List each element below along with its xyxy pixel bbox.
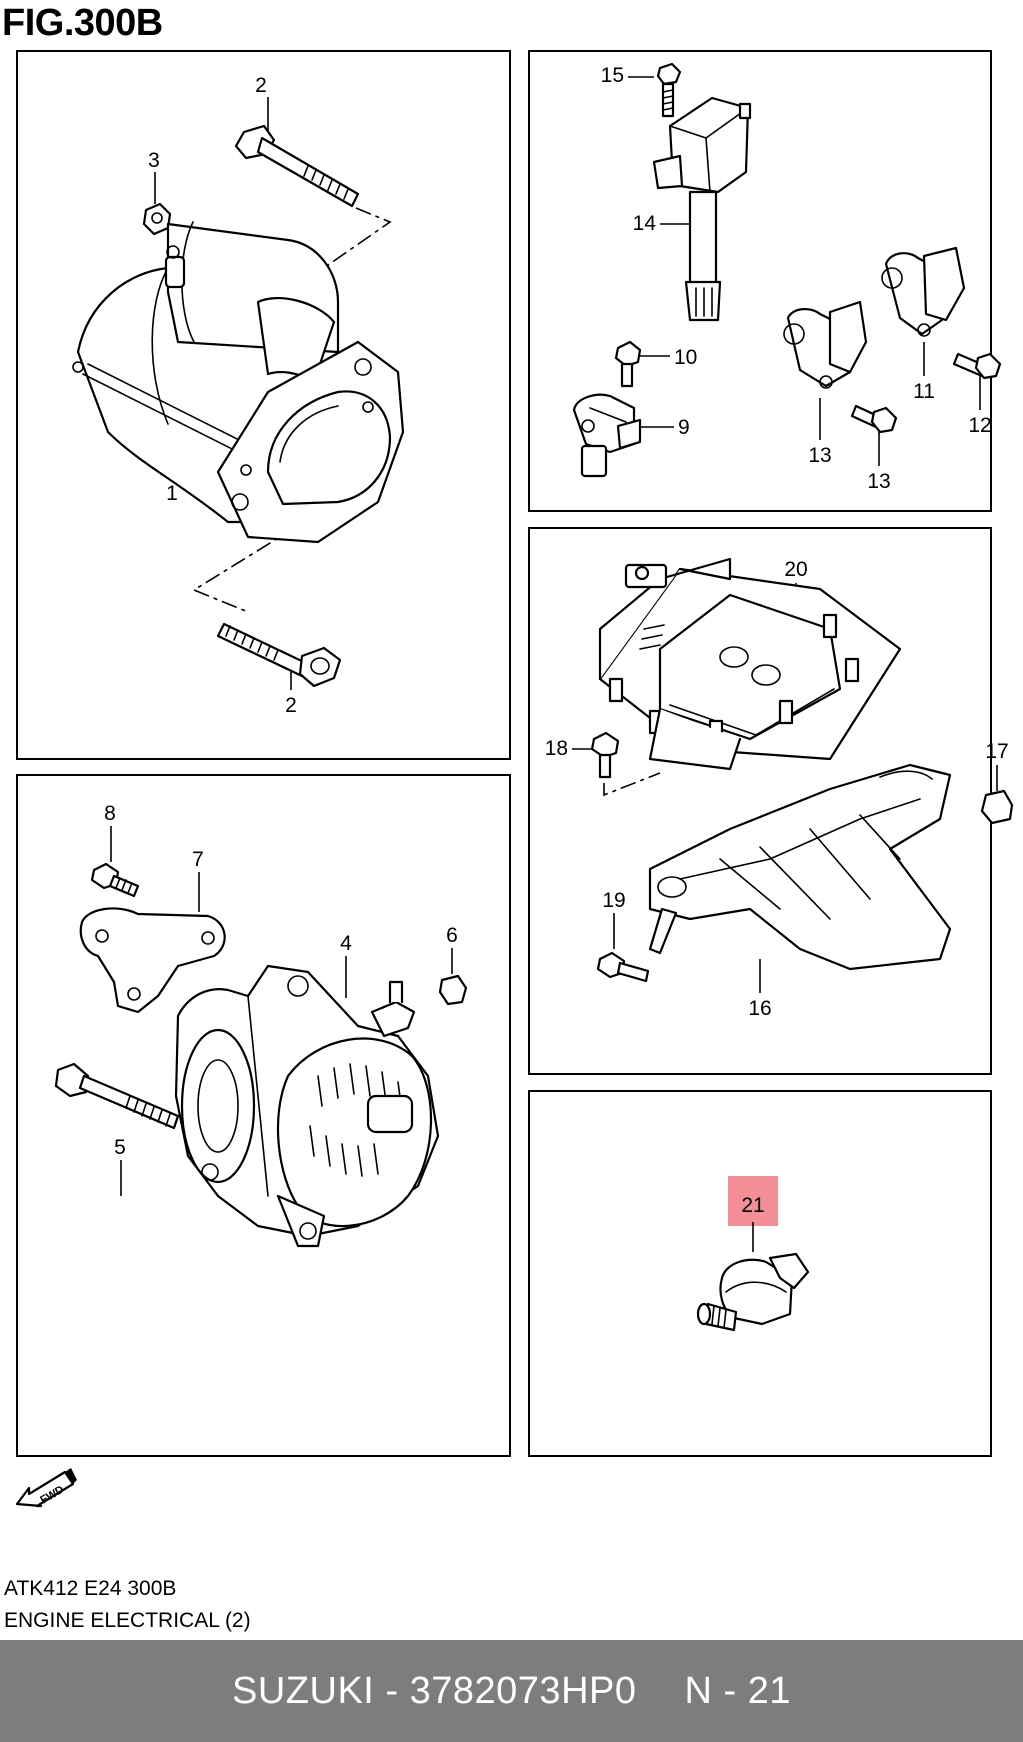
switch-panel: 21 (528, 1090, 992, 1457)
callout-13-right[interactable]: 12 (968, 414, 991, 437)
callout-18[interactable]: 18 (545, 737, 568, 760)
callout-17[interactable]: 17 (985, 740, 1008, 763)
ecu-panel: 20 18 17 19 16 (528, 527, 1014, 1075)
starter-panel: 2 3 1 2 (16, 50, 511, 760)
alternator-icon[interactable] (174, 964, 440, 1248)
callout-1[interactable]: 1 (166, 482, 178, 505)
callout-2-top[interactable]: 2 (255, 74, 267, 97)
callout-8[interactable]: 8 (104, 802, 116, 825)
callout-20[interactable]: 20 (784, 558, 807, 581)
callout-11[interactable]: 11 (913, 380, 935, 403)
callout-14[interactable]: 14 (633, 212, 657, 235)
bolt-icon[interactable] (596, 951, 650, 983)
callout-13-bottom[interactable]: 13 (867, 470, 890, 493)
starter-motor-icon[interactable] (72, 221, 405, 544)
pressure-switch-icon[interactable] (696, 1252, 810, 1332)
callout-6[interactable]: 6 (446, 924, 458, 947)
footer-ref: N - 21 (684, 1669, 791, 1712)
bolt-icon[interactable] (590, 731, 661, 797)
callout-highlight (728, 1176, 778, 1226)
clip-icon[interactable] (980, 789, 1014, 825)
cam-sensor-icon[interactable] (783, 300, 868, 389)
bolt-icon[interactable] (850, 404, 898, 434)
fwd-arrow-icon: FWD (15, 1468, 77, 1508)
alternator-diagram: 8 7 6 4 5 (54, 802, 468, 1248)
bracket-icon[interactable] (79, 907, 226, 1014)
footer-part-line: SUZUKI - 3782073HP0 (232, 1669, 637, 1712)
callout-9[interactable]: 9 (678, 416, 690, 439)
starter-diagram: 2 3 1 2 (72, 74, 405, 717)
figure-title: FIG.300B (2, 2, 163, 44)
section-title: ENGINE ELECTRICAL (2) (4, 1609, 251, 1632)
bolt-icon[interactable] (952, 352, 1002, 380)
callout-5[interactable]: 5 (114, 1136, 126, 1159)
callout-21[interactable]: 21 (741, 1194, 764, 1217)
bolt-icon[interactable] (656, 62, 682, 118)
callout-10[interactable]: 13 (808, 444, 831, 467)
sensors-panel: 15 14 10 9 13 11 12 13 (528, 50, 1002, 512)
bracket-icon[interactable] (648, 763, 952, 971)
alternator-panel: 8 7 6 4 5 (16, 774, 511, 1457)
ignition-coil-icon[interactable] (652, 96, 752, 322)
bolt-icon[interactable] (90, 862, 140, 898)
bolt-icon[interactable] (54, 1062, 180, 1130)
callout-15[interactable]: 15 (601, 64, 624, 87)
ecu-icon[interactable] (598, 557, 902, 771)
callout-2-bottom[interactable]: 2 (285, 694, 297, 717)
callout-16[interactable]: 16 (748, 997, 771, 1020)
crank-sensor-icon[interactable] (572, 393, 642, 478)
footer-bar: SUZUKI - 3782073HP0 N - 21 (0, 1640, 1023, 1742)
ecu-diagram: 20 18 17 19 16 (545, 557, 1014, 1020)
callout-3[interactable]: 3 (148, 149, 160, 172)
bolt-icon[interactable] (234, 124, 360, 208)
sensors-diagram: 15 14 10 9 13 11 12 13 (572, 62, 1002, 493)
model-code: ATK412 E24 300B (4, 1577, 177, 1600)
callout-19[interactable]: 19 (602, 889, 625, 912)
cam-sensor-icon[interactable] (881, 246, 966, 337)
bolt-icon[interactable] (614, 340, 642, 388)
nut-icon[interactable] (438, 974, 468, 1006)
callout-4[interactable]: 4 (340, 932, 352, 955)
callout-7[interactable]: 7 (192, 848, 204, 871)
callout-12[interactable]: 10 (674, 346, 697, 369)
nut-icon[interactable] (142, 202, 172, 236)
bolt-icon[interactable] (216, 622, 342, 688)
switch-diagram: 21 (696, 1176, 810, 1332)
